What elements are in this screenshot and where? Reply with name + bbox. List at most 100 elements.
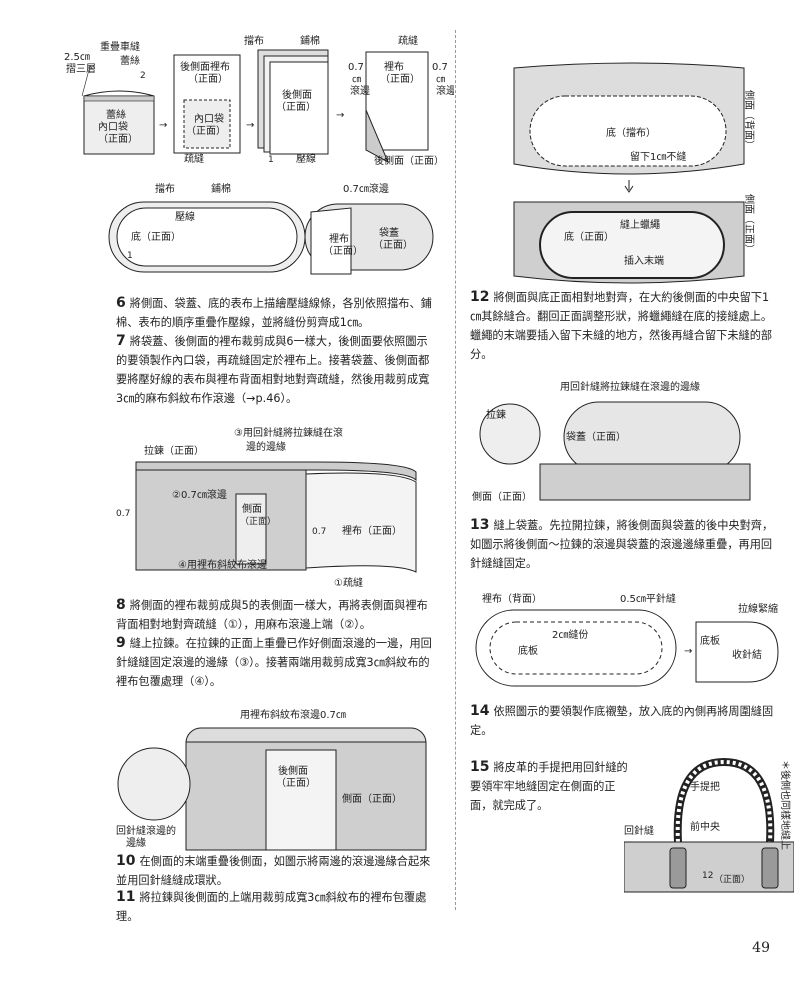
f4-label-0: 疏縫: [398, 34, 418, 47]
f4-label-1: 裡布: [384, 60, 404, 73]
f3-label-4: 1: [268, 155, 274, 165]
step-15-number: 15: [470, 759, 490, 775]
step-12-number: 12: [470, 289, 490, 305]
f4-label-2: （正面）: [380, 73, 420, 85]
r4-label-3: 底板: [518, 644, 538, 657]
base-label-2: 壓線: [175, 210, 195, 223]
f2-label-2: 內口袋: [194, 112, 224, 125]
step-10-text: 在側面的末端重疊後側面，如圖示將兩邊的滾邊邊緣合起來並用回針縫縫成環狀。: [116, 855, 431, 887]
f4-label-6: 0.7: [432, 62, 448, 73]
figure-wax-cord: 側面（正面） 底（正面） 縫上蠟繩 插入末端: [500, 194, 770, 286]
f3-label-3: （正面）: [276, 101, 316, 113]
figure-side-base-join: 側面（背面） 底（擋布） 留下1㎝不縫: [500, 56, 770, 182]
f2-label-4: 疏縫: [184, 152, 204, 165]
step-9-number: 9: [116, 635, 126, 651]
r1-label-0: 側面（背面）: [743, 90, 756, 150]
figure-base-and-flap: 擋布 鋪棉 壓線 底（正面） 1 0.7㎝滾邊 裡布 （正面） 袋蓋 （正面）: [105, 182, 435, 282]
arrow-4: →: [684, 646, 692, 657]
figure-sew-flap: 用回針縫將拉鍊縫在滾邊的邊緣 拉鍊 袋蓋（正面） 側面（正面）: [470, 380, 770, 506]
zip-label-0: ③用回針縫將拉鍊縫在滾: [234, 426, 343, 439]
zip-label-1: 邊的邊緣: [246, 440, 286, 453]
r4-label-0: 裡布（背面）: [482, 592, 542, 605]
step-9-text: 縫上拉鍊。在拉鍊的正面上重疊已作好側面滾邊的一邊，用回針縫縫固定滾邊的邊緣（③）…: [116, 637, 432, 688]
f3-label-0: 擋布: [244, 34, 264, 47]
fig3-back-quilt: 擋布 鋪棉 後側面 （正面） 1 壓線: [244, 34, 329, 165]
r4-label-2: 2㎝縫份: [552, 628, 588, 641]
zip-label-5: 側面: [242, 502, 262, 515]
f4-label-3: 0.7: [348, 62, 364, 73]
base-label-1: 鋪棉: [211, 182, 231, 195]
zip-label-9: ④用裡布斜紋布滾邊: [178, 558, 267, 571]
zip-label-6: （正面）: [240, 516, 276, 527]
zip-label-10: ①疏縫: [334, 576, 363, 589]
f3-label-2: 後側面: [282, 88, 312, 101]
ring-label-2: （正面）: [276, 777, 316, 789]
step-13-number: 13: [470, 517, 490, 533]
r2-label-1: 底（正面）: [564, 230, 614, 243]
arrow-3: →: [336, 110, 344, 121]
figure-zipper-side: ③用回針縫將拉鍊縫在滾 邊的邊緣 拉鍊（正面） ②0.7㎝滾邊 0.7 側面 （…: [116, 424, 436, 594]
r2-label-0: 側面（正面）: [743, 194, 756, 254]
base-label-7: （正面）: [323, 245, 363, 257]
f1-label-1: 摺三層: [66, 62, 96, 75]
f4-label-8: 滾邊: [436, 84, 454, 97]
step-7-text: 將袋蓋、後側面的裡布裁剪成與6一樣大，後側面要依照圖示的要領製作內口袋，再疏縫固…: [116, 335, 430, 405]
r5-label-3: 12: [702, 871, 713, 881]
arrow-1: →: [159, 120, 167, 131]
f1-label-5: 蕾絲: [106, 108, 126, 121]
step-15-text: 將皮革的手提把用回針縫的要領牢牢地縫固定在側面的正面，就完成了。: [470, 761, 628, 812]
step-11-text: 將拉鍊與後側面的上端用裁剪成寬3㎝斜紋布的裡布包覆處理。: [116, 891, 427, 923]
figure-inner-pocket-steps: 2.5㎝ 摺三層 重疊車縫 蕾絲 2 蕾絲 內口袋 （正面） → 後側面裡布 （…: [62, 30, 454, 170]
zip-label-4: 0.7: [116, 509, 130, 519]
fig4-binding: 疏縫 裡布 （正面） 0.7 ㎝ 滾邊 0.7 ㎝ 滾邊 後側面（正面）: [348, 34, 454, 167]
r5-label-0: 手提把: [690, 780, 720, 793]
f1-label-7: （正面）: [98, 133, 138, 145]
f1-label-4: 2: [140, 71, 146, 81]
step-8-number: 8: [116, 597, 126, 613]
step-13-text: 縫上袋蓋。先拉開拉鍊，將後側面與袋蓋的後中央對齊，如圖示將後側面～拉鍊的滾邊與袋…: [470, 519, 774, 570]
zip-label-8: 裡布（正面）: [342, 524, 402, 537]
step-8-text: 將側面的裡布裁剪成與5的表側面一樣大，再將表側面與裡布背面相對地對齊疏縫（①），…: [116, 599, 428, 631]
r3-label-2: 袋蓋（正面）: [566, 430, 626, 443]
ring-label-0: 用裡布斜紋布滾邊0.7㎝: [240, 708, 346, 721]
ring-label-5: 邊緣: [126, 836, 146, 849]
zip-label-7: 0.7: [312, 527, 326, 537]
step-14-number: 14: [470, 703, 490, 719]
f3-label-1: 鋪棉: [300, 34, 320, 47]
f4-label-5: 滾邊: [350, 84, 370, 97]
f2-label-3: （正面）: [186, 125, 226, 137]
zip-label-2: 拉鍊（正面）: [144, 444, 204, 457]
r3-label-1: 拉鍊: [486, 408, 506, 421]
step-10-number: 10: [116, 853, 136, 869]
page-number: 49: [752, 940, 770, 956]
base-label-3: 底（正面）: [131, 230, 181, 243]
r1-label-1: 底（擋布）: [606, 126, 656, 139]
f2-label-0: 後側面裡布: [180, 60, 230, 73]
r3-label-0: 用回針縫將拉鍊縫在滾邊的邊緣: [560, 380, 700, 393]
base-label-6: 裡布: [329, 232, 349, 245]
step-11-number: 11: [116, 889, 136, 905]
r5-label-2: 回針縫: [624, 824, 654, 837]
fig1-pocket: 2.5㎝ 摺三層 重疊車縫 蕾絲 2 蕾絲 內口袋 （正面）: [64, 40, 155, 155]
base-label-0: 擋布: [155, 182, 175, 195]
r4-label-5: 底板: [700, 634, 720, 647]
r3-label-3: 側面（正面）: [472, 490, 532, 503]
step-7-number: 7: [116, 333, 126, 349]
r4-label-1: 0.5㎝平針縫: [620, 592, 676, 605]
r4-label-4: 拉線緊縮: [738, 602, 778, 615]
zip-label-3: ②0.7㎝滾邊: [172, 488, 227, 501]
f3-label-5: 壓線: [296, 152, 316, 165]
f1-label-3: 蕾絲: [120, 54, 140, 67]
r1-label-2: 留下1㎝不縫: [630, 150, 686, 163]
r2-label-3: 插入末端: [624, 254, 664, 267]
f4-label-7: ㎝: [436, 75, 445, 85]
f2-label-1: （正面）: [188, 73, 228, 85]
ring-label-4: 回針縫滾邊的: [116, 824, 176, 837]
r5-label-5: ＊後側也同樣地縫上: [779, 760, 792, 850]
